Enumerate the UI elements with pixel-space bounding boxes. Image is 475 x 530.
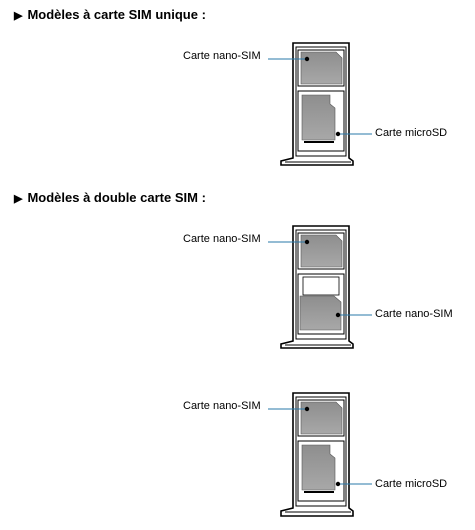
- label-microsd: Carte microSD: [375, 478, 448, 490]
- section-heading-single-sim: ▶ Modèles à carte SIM unique :: [14, 7, 206, 22]
- label-nano-sim: Carte nano-SIM: [183, 50, 261, 62]
- arrow-icon: ▶: [14, 193, 23, 205]
- heading-text: Modèles à double carte SIM :: [27, 190, 206, 205]
- nano-sim-card: [300, 51, 343, 85]
- microsd-card: [301, 444, 336, 491]
- arrow-icon: ▶: [14, 10, 23, 22]
- label-microsd: Carte microSD: [375, 127, 448, 139]
- tray-dual-sim: [280, 225, 354, 349]
- label-nano-sim: Carte nano-SIM: [183, 233, 261, 245]
- tray-dual-sim-microsd: [280, 392, 354, 517]
- heading-text: Modèles à carte SIM unique :: [27, 7, 206, 22]
- tray-single-sim: [280, 42, 354, 166]
- nano-sim-card: [299, 295, 342, 331]
- nano-sim-card: [300, 401, 343, 435]
- microsd-card: [301, 94, 336, 141]
- label-nano-sim: Carte nano-SIM: [375, 308, 453, 320]
- section-heading-dual-sim: ▶ Modèles à double carte SIM :: [14, 190, 206, 205]
- nano-sim-card: [300, 234, 343, 268]
- label-nano-sim: Carte nano-SIM: [183, 400, 261, 412]
